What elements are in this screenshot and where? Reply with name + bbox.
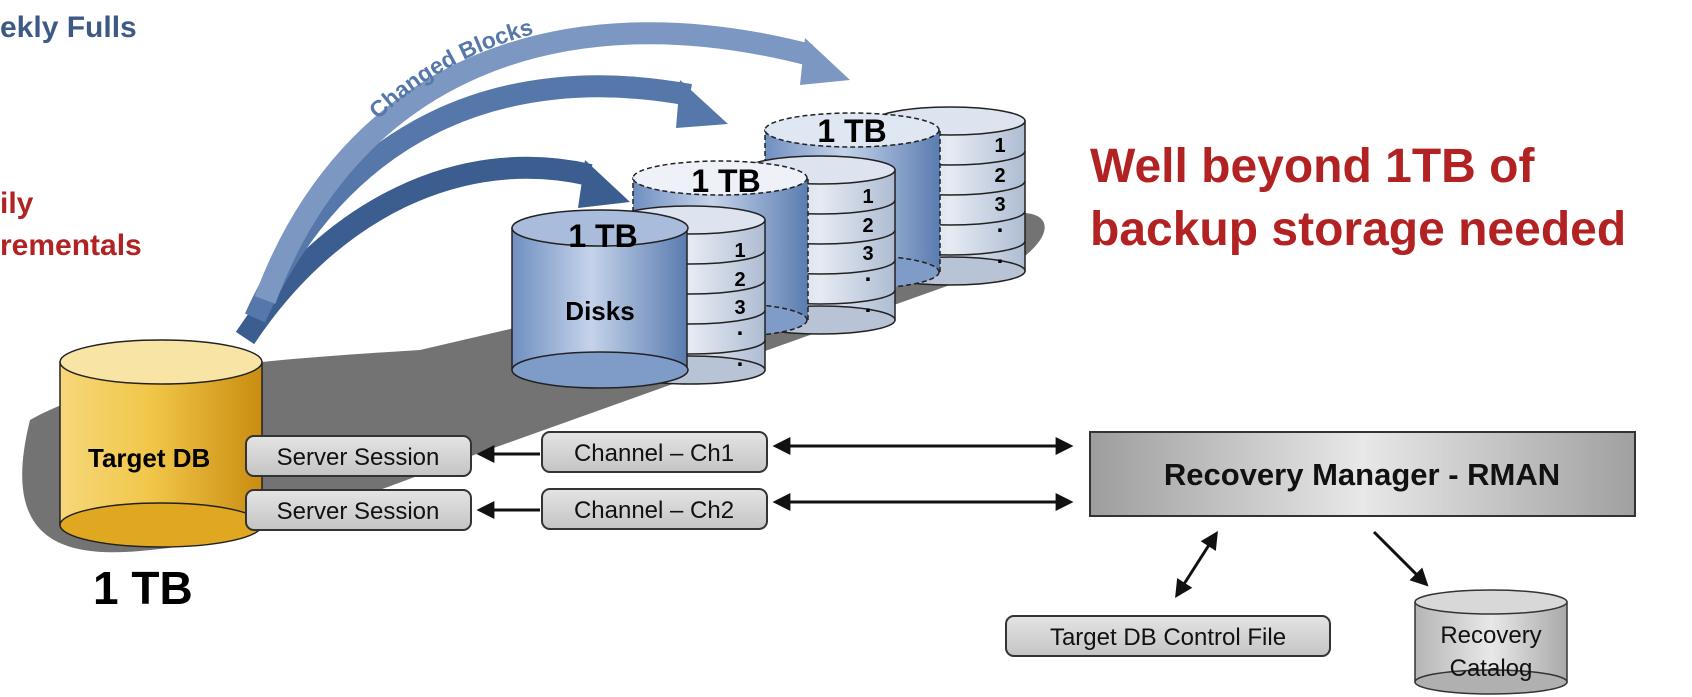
channel-arrows bbox=[476, 437, 1074, 519]
storage-warning-line1: Well beyond 1TB of bbox=[1090, 140, 1535, 193]
increment-label: . bbox=[865, 260, 872, 287]
increment-label: 3 bbox=[862, 243, 873, 265]
svg-text:Target DB Control File: Target DB Control File bbox=[1050, 624, 1286, 651]
increment-label: . bbox=[737, 314, 744, 341]
backup-set-1: 1 2 3 . . 1 TB Disks bbox=[511, 205, 766, 389]
channel-2: Channel – Ch2 bbox=[541, 488, 768, 530]
increment-label: . bbox=[997, 211, 1004, 238]
rman-connectors bbox=[1175, 530, 1429, 599]
daily-label-line2: rementals bbox=[0, 229, 142, 262]
changed-blocks-arrows bbox=[235, 22, 850, 345]
recovery-catalog-cylinder: Recovery Catalog bbox=[1414, 589, 1568, 695]
increment-label: 1 bbox=[862, 186, 873, 208]
target-db-label: Target DB bbox=[88, 443, 210, 473]
full-backup-size: 1 TB bbox=[691, 163, 760, 199]
svg-text:Recovery: Recovery bbox=[1440, 622, 1541, 649]
increment-label: . bbox=[737, 345, 744, 372]
server-session-2: Server Session bbox=[245, 489, 472, 531]
increment-label: 2 bbox=[994, 165, 1005, 187]
channel-1: Channel – Ch1 bbox=[541, 431, 768, 473]
increment-label: . bbox=[865, 291, 872, 318]
svg-text:Server Session: Server Session bbox=[277, 444, 440, 471]
target-db-cylinder: Target DB bbox=[59, 339, 263, 548]
svg-text:Channel – Ch2: Channel – Ch2 bbox=[574, 497, 734, 524]
disks-label: Disks bbox=[565, 296, 634, 326]
arrow-to-backup-1 bbox=[235, 156, 593, 345]
full-backup-cylinder-1: 1 TB Disks bbox=[511, 209, 689, 389]
increment-label: 3 bbox=[994, 194, 1005, 216]
svg-text:Channel – Ch1: Channel – Ch1 bbox=[574, 440, 734, 467]
target-db-size: 1 TB bbox=[93, 562, 193, 614]
weekly-fulls-label: ekly Fulls bbox=[0, 11, 137, 44]
rman-box: Recovery Manager - RMAN bbox=[1089, 431, 1636, 517]
increment-label: 2 bbox=[862, 215, 873, 237]
increment-label: . bbox=[997, 242, 1004, 269]
control-file-box: Target DB Control File bbox=[1005, 615, 1331, 657]
increment-label: 3 bbox=[734, 297, 745, 319]
svg-text:Recovery Manager - RMAN: Recovery Manager - RMAN bbox=[1164, 457, 1560, 492]
arrow-to-backup-3 bbox=[254, 22, 813, 304]
full-backup-size: 1 TB bbox=[817, 113, 886, 149]
increment-label: 1 bbox=[734, 240, 745, 262]
server-session-1: Server Session bbox=[245, 435, 472, 477]
storage-warning-line2: backup storage needed bbox=[1090, 203, 1626, 256]
svg-text:Catalog: Catalog bbox=[1450, 655, 1533, 682]
full-backup-size: 1 TB bbox=[568, 218, 637, 254]
increment-label: 1 bbox=[994, 135, 1005, 157]
svg-text:Server Session: Server Session bbox=[277, 498, 440, 525]
daily-label-line1: ily bbox=[0, 187, 34, 220]
increment-label: 2 bbox=[734, 269, 745, 291]
